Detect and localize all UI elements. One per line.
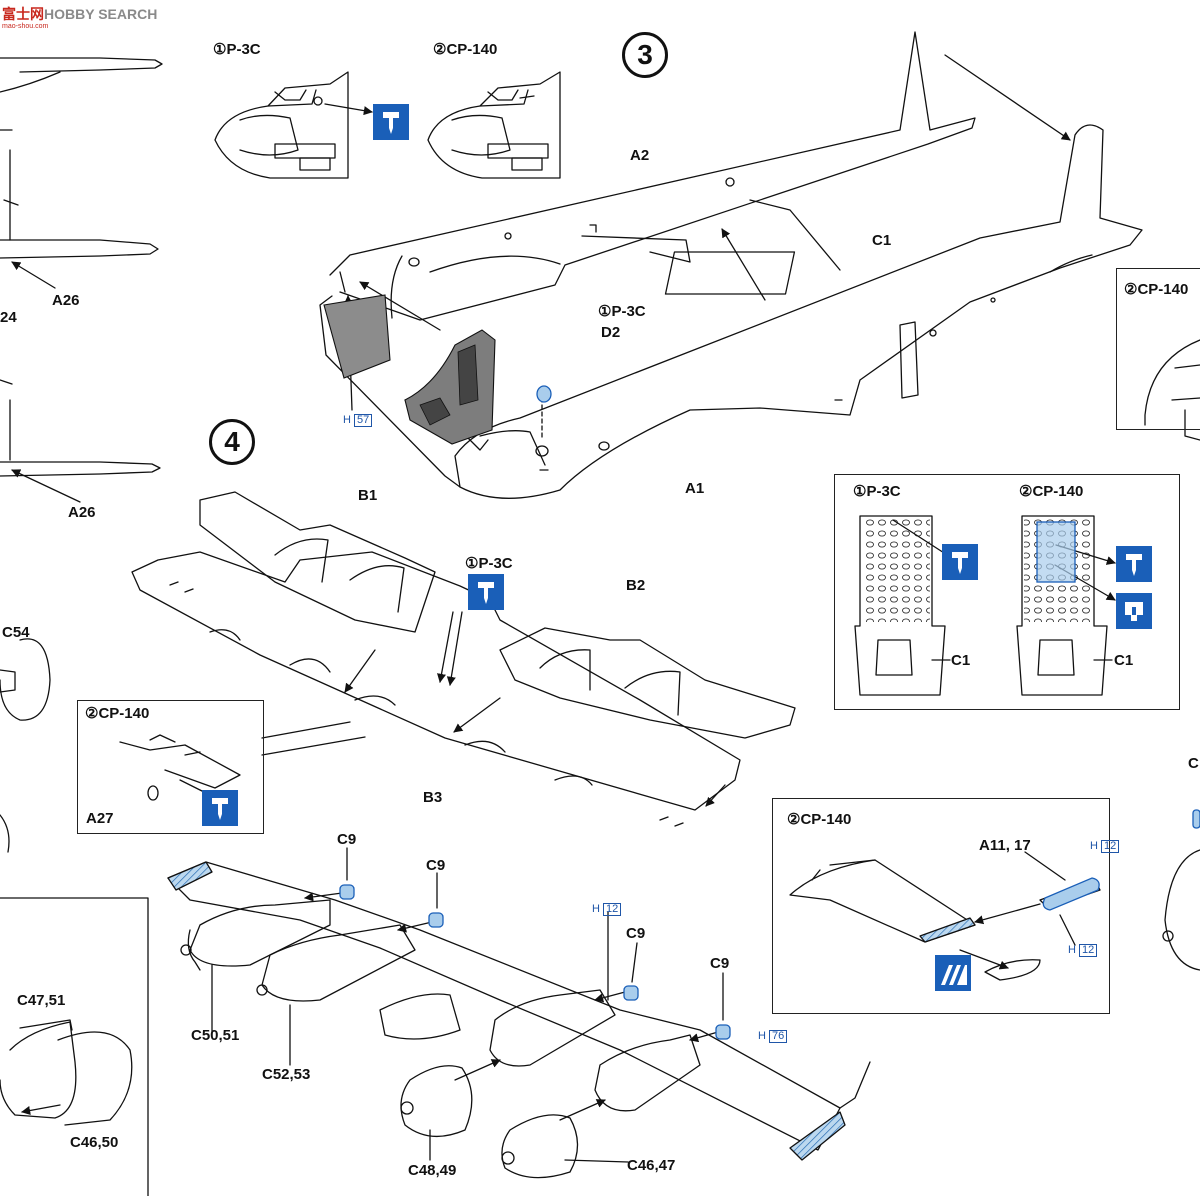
part-edge-blue bbox=[1192, 809, 1200, 829]
label-wing-cp140: ②CP-140 bbox=[85, 705, 150, 722]
step-3-badge: 3 bbox=[622, 32, 668, 78]
left-edge-parts bbox=[0, 57, 163, 1196]
part-label-c-edge: C bbox=[1188, 755, 1199, 772]
cockpit-seat bbox=[404, 329, 496, 445]
part-c9-b bbox=[428, 912, 444, 928]
label-wing-p3c: ①P-3C bbox=[465, 555, 513, 572]
watermark-url: mao-shou.com bbox=[2, 23, 49, 30]
part-label-c1-box1: C1 bbox=[951, 652, 971, 669]
fuselage-drawing bbox=[319, 31, 1143, 499]
part-label-c54: C54 bbox=[2, 624, 30, 641]
cp140-right-cut-box bbox=[1116, 268, 1200, 430]
part-label-b1: B1 bbox=[358, 487, 378, 504]
part-a11-17 bbox=[1042, 877, 1100, 911]
step-4-badge: 4 bbox=[209, 419, 255, 465]
part-c9-d bbox=[715, 1024, 731, 1040]
watermark: 富士网HOBBY SEARCH mao-shou.com bbox=[2, 4, 157, 30]
nose-p3c-drawing bbox=[214, 71, 373, 179]
part-label-c46-50: C46,50 bbox=[70, 1134, 119, 1151]
drill-hole-icon bbox=[468, 574, 504, 610]
part-label-a11-17: A11, 17 bbox=[979, 837, 1031, 854]
label-cp140-right-cut: ②CP-140 bbox=[1124, 281, 1189, 298]
drill-hole-icon bbox=[1116, 546, 1152, 582]
open-hole-icon bbox=[1116, 593, 1152, 629]
tail-box-connector bbox=[839, 1061, 871, 1109]
part-label-a1: A1 bbox=[685, 480, 705, 497]
drill-hole-icon bbox=[942, 544, 978, 580]
part-label-a2: A2 bbox=[630, 147, 650, 164]
part-label-a27: A27 bbox=[86, 810, 114, 827]
part-label-c46-47: C46,47 bbox=[627, 1157, 676, 1174]
part-label-c9-1: C9 bbox=[337, 831, 357, 848]
drill-hole-icon bbox=[373, 104, 409, 140]
right-cutaway-drawing bbox=[1144, 339, 1200, 971]
label-tail-cp140: ②CP-140 bbox=[787, 811, 852, 828]
fuselage-interior bbox=[323, 294, 391, 379]
cp140-panel-highlight bbox=[1036, 521, 1076, 583]
watermark-brand: HOBBY SEARCH bbox=[44, 6, 158, 22]
part-label-c52-53: C52,53 bbox=[262, 1066, 311, 1083]
wing-cp140-box bbox=[77, 700, 264, 834]
decal-icon bbox=[935, 955, 971, 991]
nose-cp140-drawing bbox=[427, 71, 561, 179]
part-label-c48-49: C48,49 bbox=[408, 1162, 457, 1179]
lower-wing-drawing bbox=[167, 847, 846, 1179]
part-c9-c bbox=[623, 985, 639, 1001]
label-box-cp140: ②CP-140 bbox=[1019, 483, 1084, 500]
part-label-b2: B2 bbox=[626, 577, 646, 594]
label-top-p3c: ①P-3C bbox=[213, 41, 261, 58]
c1-variant-box bbox=[834, 474, 1180, 710]
part-label-24: 24 bbox=[0, 309, 17, 326]
label-fuselage-p3c: ①P-3C bbox=[598, 303, 646, 320]
c1-panels-drawing bbox=[854, 515, 1116, 696]
part-label-c47-51: C47,51 bbox=[17, 992, 66, 1009]
part-label-c50-51: C50,51 bbox=[191, 1027, 240, 1044]
part-label-c9-4: C9 bbox=[710, 955, 730, 972]
part-label-d2: D2 bbox=[601, 324, 621, 341]
part-label-b3: B3 bbox=[423, 789, 443, 806]
label-top-cp140: ②CP-140 bbox=[433, 41, 498, 58]
part-c9-a bbox=[339, 884, 355, 900]
watermark-cn: 富士网 bbox=[2, 6, 44, 22]
tail-cp140-box bbox=[772, 798, 1110, 1014]
part-label-c9-2: C9 bbox=[426, 857, 446, 874]
drill-hole-icon bbox=[202, 790, 238, 826]
part-d2 bbox=[536, 385, 552, 403]
part-label-c9-3: C9 bbox=[626, 925, 646, 942]
part-label-c1-box2: C1 bbox=[1114, 652, 1134, 669]
part-label-a26-2: A26 bbox=[68, 504, 96, 521]
label-box-p3c: ①P-3C bbox=[853, 483, 901, 500]
part-label-c1-top: C1 bbox=[872, 232, 892, 249]
part-label-a26-1: A26 bbox=[52, 292, 80, 309]
wing-drawing bbox=[131, 491, 796, 827]
